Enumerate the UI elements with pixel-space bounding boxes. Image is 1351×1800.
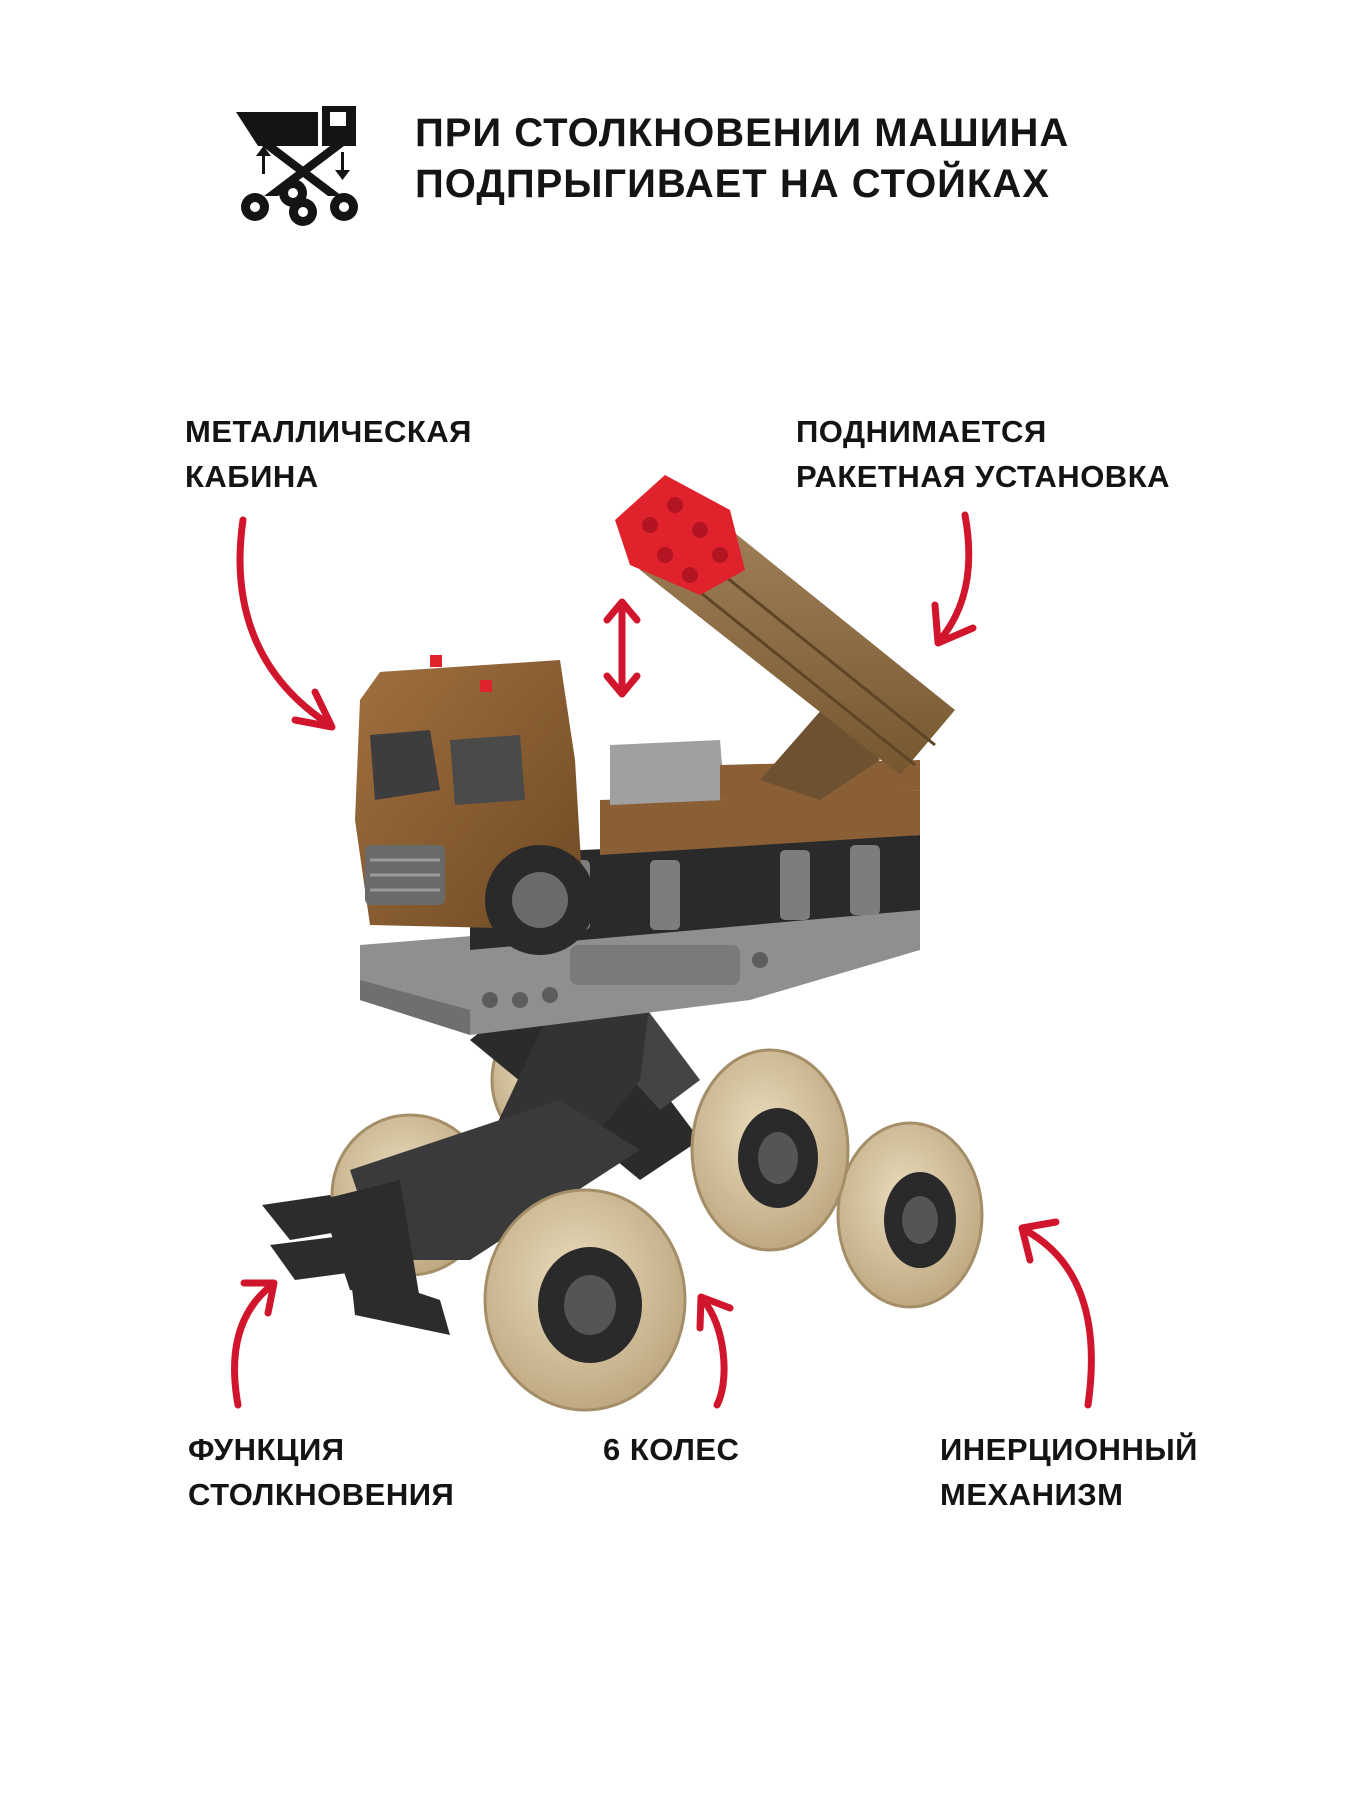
- callout-collision-line-1: ФУНКЦИЯ: [188, 1432, 345, 1467]
- header-title: ПРИ СТОЛКНОВЕНИИ МАШИНА ПОДПРЫГИВАЕТ НА …: [415, 108, 1069, 210]
- callout-cab-line-1: МЕТАЛЛИЧЕСКАЯ: [185, 414, 472, 449]
- header-line-1: ПРИ СТОЛКНОВЕНИИ МАШИНА: [415, 111, 1070, 155]
- rocket-launcher: [615, 475, 955, 800]
- metal-cab: [355, 655, 595, 955]
- callout-six-wheels: 6 КОЛЕС: [603, 1428, 739, 1473]
- wheel-rear-right: [836, 1121, 984, 1309]
- callout-collision: ФУНКЦИЯ СТОЛКНОВЕНИЯ: [188, 1428, 454, 1518]
- callout-collision-line-2: СТОЛКНОВЕНИЯ: [188, 1476, 455, 1512]
- callout-cab-line-2: КАБИНА: [185, 458, 319, 494]
- callout-inertia: ИНЕРЦИОННЫЙ МЕХАНИЗМ: [940, 1428, 1198, 1518]
- wheel-front-right: [483, 1188, 687, 1412]
- callout-metal-cab: МЕТАЛЛИЧЕСКАЯ КАБИНА: [185, 410, 472, 500]
- callout-rocket-launcher: ПОДНИМАЕТСЯ РАКЕТНАЯ УСТАНОВКА: [796, 410, 1170, 500]
- callout-rocket-line-1: ПОДНИМАЕТСЯ: [796, 414, 1047, 449]
- rocket-tips: [615, 475, 745, 595]
- callout-rocket-line-2: РАКЕТНАЯ УСТАНОВКА: [796, 458, 1171, 494]
- callout-inertia-line-1: ИНЕРЦИОННЫЙ: [940, 1432, 1198, 1467]
- wheel-middle: [690, 1048, 850, 1252]
- header-line-2: ПОДПРЫГИВАЕТ НА СТОЙКАХ: [415, 162, 1050, 207]
- callout-inertia-line-2: МЕХАНИЗМ: [940, 1476, 1124, 1512]
- callout-wheels-line-1: 6 КОЛЕС: [603, 1432, 740, 1467]
- collision-bumper: [262, 1180, 450, 1335]
